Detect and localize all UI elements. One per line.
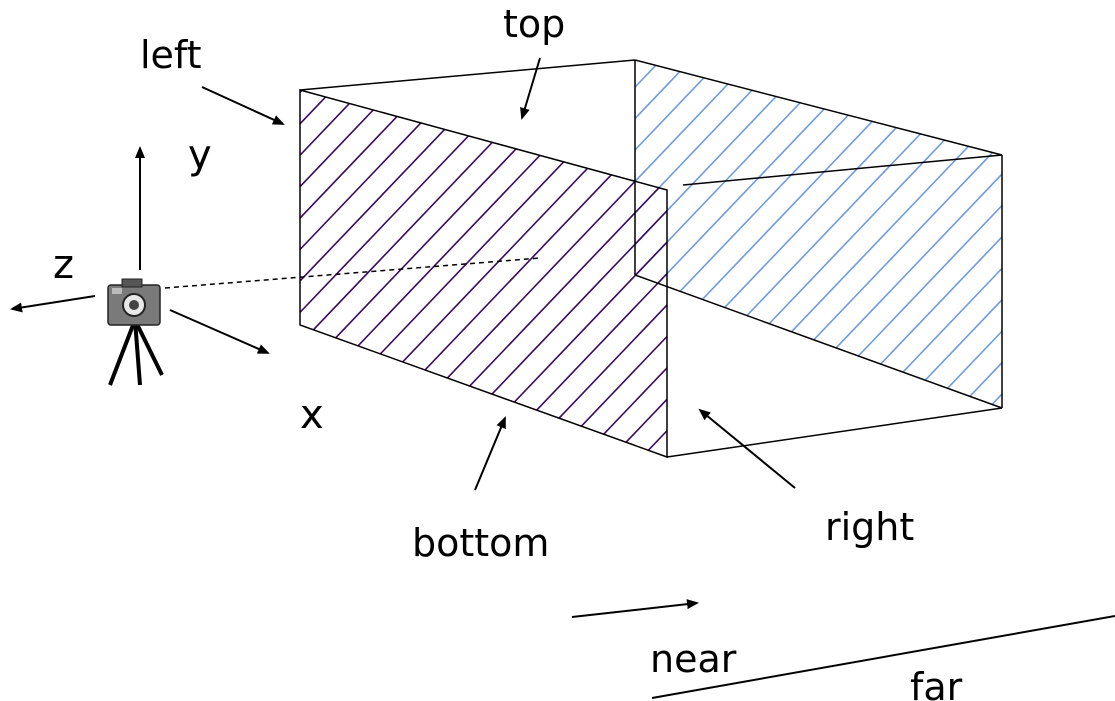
hatch-line [769,60,1002,408]
near-arrow [571,599,699,618]
frustum-box [299,59,1003,459]
hatch-line [859,60,1002,408]
hatch-line [635,60,711,408]
label-left: left [140,33,202,77]
top-left-edge [299,59,636,91]
hatch-line [635,60,741,408]
label-x: x [300,392,324,438]
view-axis-dashed [164,257,541,289]
hatch-line [300,90,501,457]
hatch-line [635,60,831,408]
hatch-line [679,60,1002,408]
right-label-arrow [698,408,796,489]
label-right: right [825,505,914,549]
hatch-line [469,90,667,457]
x-axis-arrow [169,309,270,354]
label-far: far [910,665,963,701]
far-plane-hatching [635,40,1115,480]
hatch-line [635,60,771,408]
hatch-line [300,90,651,457]
hatch-line [300,90,411,457]
hatch-line [635,60,801,408]
hatch-line [0,40,260,480]
far-plane-bottom-edge [634,274,1003,409]
hatch-line [300,90,381,457]
hatch-line [0,40,290,480]
inner-top-edge [682,154,1003,186]
label-top: top [503,2,565,46]
hatch-line [1010,40,1115,480]
left-label-arrow [201,86,285,125]
label-bottom: bottom [412,521,549,565]
hatch-line [499,90,667,457]
hatch-line [300,90,561,457]
hatch-line [829,60,1002,408]
hatch-line [300,90,441,457]
label-y: y [188,132,212,178]
label-z: z [53,242,74,288]
hatch-line [635,60,891,408]
top-label-arrow [520,57,541,120]
hatch-line [559,90,667,457]
bottom-label-arrow [474,416,506,491]
z-axis-arrow [10,295,96,313]
hatch-line [949,60,1002,408]
far-line [651,615,1115,699]
bottom-right-edge [666,407,1003,458]
hatch-line [649,60,1002,408]
hatch-line [635,60,1002,408]
hatch-line [529,90,667,457]
top-right-back-edge [634,59,1003,156]
hatch-line [300,90,321,457]
hatch-line [589,90,667,457]
hatch-line [300,90,621,457]
label-near: near [650,637,737,681]
hatch-line [300,90,591,457]
near-plane-hatching [0,40,667,480]
hatch-line [979,60,1002,408]
camera-icon [107,278,164,386]
hatch-line [300,90,471,457]
